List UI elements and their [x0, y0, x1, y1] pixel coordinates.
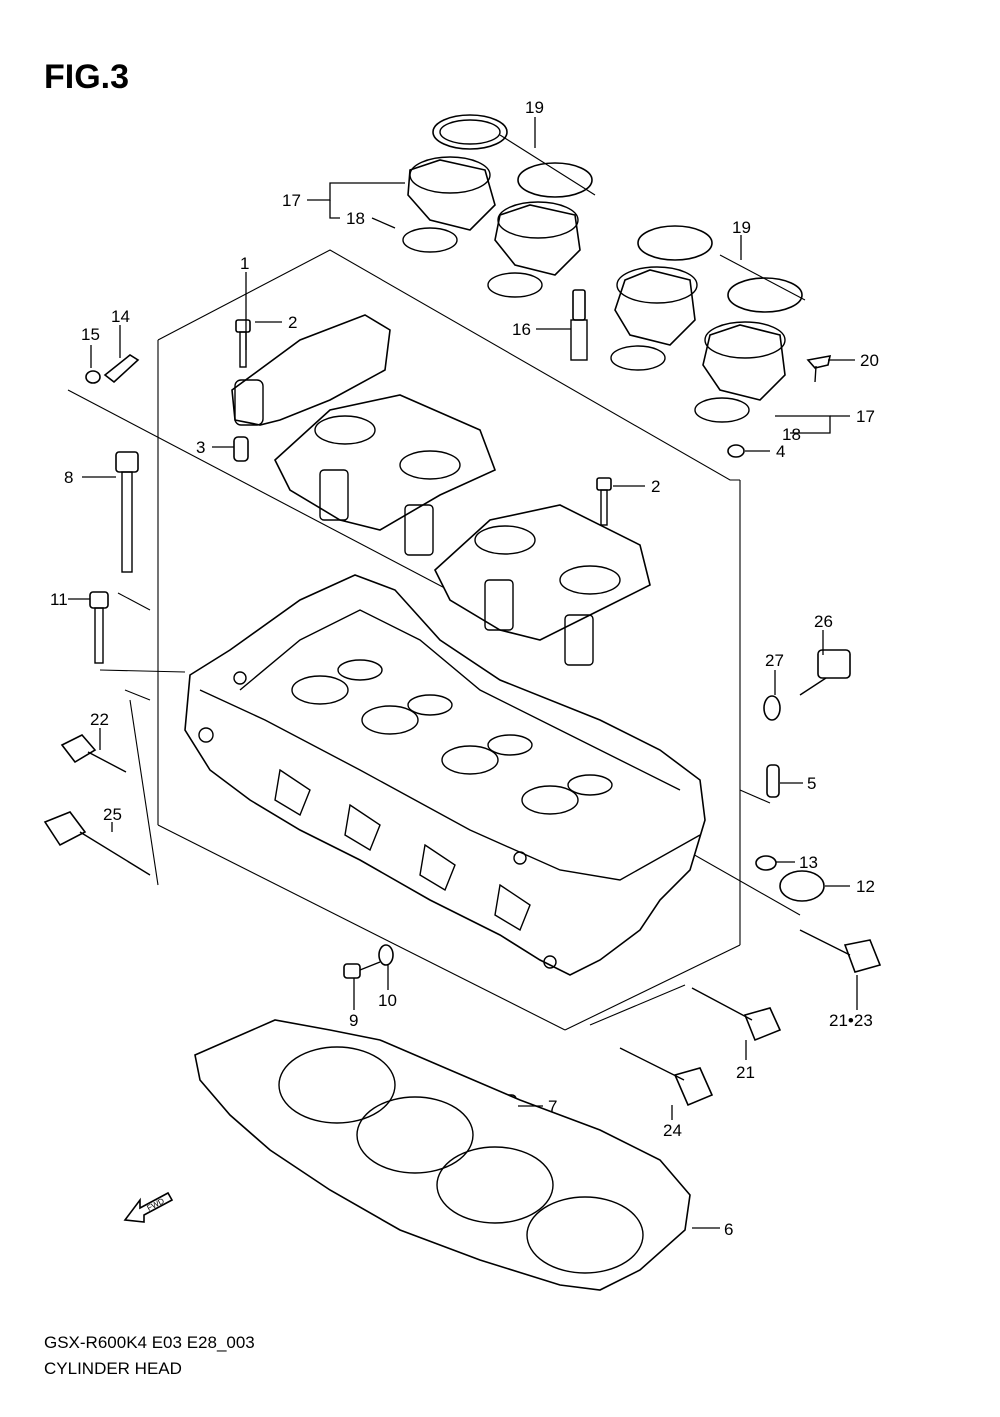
- callout-2-upper: 2: [288, 313, 297, 332]
- callout-3: 3: [196, 438, 205, 457]
- callout-27: 27: [765, 651, 784, 670]
- callout-18-lower: 18: [782, 425, 801, 444]
- callout-7: 7: [548, 1097, 557, 1116]
- callout-9: 9: [349, 1011, 358, 1030]
- forward-arrow-icon: FWD: [123, 1191, 174, 1223]
- callout-13: 13: [799, 853, 818, 872]
- callout-8: 8: [64, 468, 73, 487]
- cylinder-head: [184, 574, 706, 976]
- callout-14: 14: [111, 307, 130, 326]
- callout-17-lower: 17: [856, 407, 875, 426]
- small-parts: [43, 289, 882, 1118]
- callout-17-upper: 17: [282, 191, 301, 210]
- callout-16: 16: [512, 320, 531, 339]
- callout-12: 12: [856, 877, 875, 896]
- callout-18-upper: 18: [346, 209, 365, 228]
- callout-5: 5: [807, 774, 816, 793]
- callout-10: 10: [378, 991, 397, 1010]
- callout-19-upper: 19: [525, 98, 544, 117]
- callout-25: 25: [103, 805, 122, 824]
- callout-11: 11: [50, 590, 68, 609]
- exploded-view-frame: [67, 249, 801, 1031]
- callout-1: 1: [240, 254, 249, 273]
- callout-26: 26: [814, 612, 833, 631]
- callout-6: 6: [724, 1220, 733, 1239]
- leader-lines: [68, 117, 858, 1229]
- callout-21: 21: [736, 1063, 755, 1082]
- callout-15: 15: [81, 325, 100, 344]
- figure-title: FIG.3: [44, 58, 130, 96]
- callout-20: 20: [860, 351, 879, 370]
- head-gasket: [194, 1019, 691, 1291]
- callout-19-lower: 19: [732, 218, 751, 237]
- callout-2-lower: 2: [651, 477, 660, 496]
- callout-24: 24: [663, 1121, 682, 1140]
- figure-caption: CYLINDER HEAD: [44, 1359, 182, 1378]
- callout-21-23: 21•23: [829, 1011, 873, 1030]
- model-code: GSX-R600K4 E03 E28_003: [44, 1333, 255, 1352]
- callout-4: 4: [776, 442, 785, 461]
- intake-pipes: [402, 114, 806, 423]
- camshaft-holders: [231, 314, 651, 666]
- callout-labels: 1 2 2 3 4 5 6 7 8 9 10 11 12 13 14 15 16…: [50, 98, 879, 1239]
- callout-22: 22: [90, 710, 109, 729]
